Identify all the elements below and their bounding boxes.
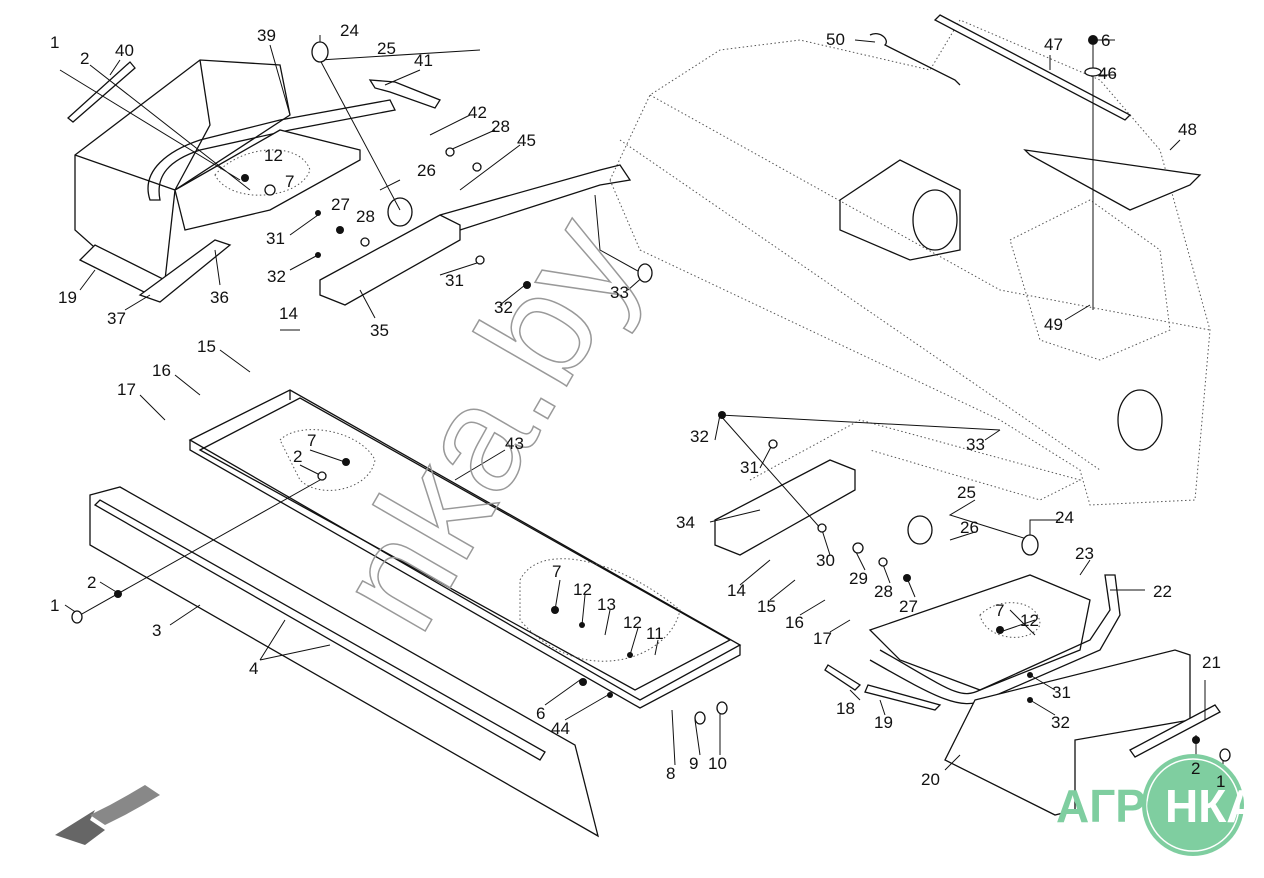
- part-label: 46: [1098, 64, 1117, 83]
- part-label: 2: [80, 49, 89, 68]
- part-label: 28: [874, 582, 893, 601]
- part-label: 28: [356, 207, 375, 226]
- part-label: 26: [417, 161, 436, 180]
- part-label: 19: [874, 713, 893, 732]
- part-label: 22: [1153, 582, 1172, 601]
- part-label: 11: [646, 624, 664, 643]
- part-label: 43: [505, 434, 524, 453]
- part-label: 31: [1052, 683, 1071, 702]
- part-label: 24: [340, 21, 359, 40]
- part-label: 27: [331, 195, 350, 214]
- part-label: 4: [249, 659, 258, 678]
- part-label: 2: [87, 573, 96, 592]
- part-label: 15: [757, 597, 776, 616]
- top-right-parts: [869, 14, 1202, 310]
- part-label: 36: [210, 288, 229, 307]
- part-label: 33: [966, 435, 985, 454]
- right-guard-assembly: [824, 574, 1221, 816]
- part-label: 31: [740, 458, 759, 477]
- part-label: 7: [552, 562, 561, 581]
- part-label: 6: [1101, 31, 1110, 50]
- part-label: 29: [849, 569, 868, 588]
- logo-text-right: НКА: [1165, 780, 1260, 832]
- part-label: 21: [1202, 653, 1221, 672]
- part-label: 16: [785, 613, 804, 632]
- agronka-logo: АГРО НКА: [1056, 754, 1260, 856]
- part-label: 40: [115, 41, 134, 60]
- part-label: 20: [921, 770, 940, 789]
- part-label: 7: [307, 431, 316, 450]
- part-label: 17: [813, 629, 832, 648]
- part-label: 28: [491, 117, 510, 136]
- part-label: 23: [1075, 544, 1094, 563]
- part-label: 2: [293, 447, 302, 466]
- part-label: 10: [708, 754, 727, 773]
- part-label: 44: [551, 719, 570, 738]
- part-label: 12: [623, 613, 642, 632]
- part-label: 39: [257, 26, 276, 45]
- part-label: 32: [690, 427, 709, 446]
- part-label: 32: [1051, 713, 1070, 732]
- part-label: 17: [117, 380, 136, 399]
- part-label: 45: [517, 131, 536, 150]
- part-label: 32: [494, 298, 513, 317]
- part-label: 1: [50, 33, 59, 52]
- part-label: 19: [58, 288, 77, 307]
- part-label: 35: [370, 321, 389, 340]
- part-label: 31: [266, 229, 285, 248]
- logo-text-left: АГРО: [1056, 780, 1181, 832]
- part-label: 14: [727, 581, 746, 600]
- part-label: 7: [285, 172, 294, 191]
- part-labels: 1 2 40 39 24 25 41 42 28 45 26 12 7 27 2…: [50, 21, 1225, 791]
- part-label: 7: [995, 601, 1004, 620]
- part-label: 48: [1178, 120, 1197, 139]
- part-label: 25: [377, 39, 396, 58]
- frame-assembly: [188, 389, 742, 709]
- front-deflector: [89, 486, 600, 838]
- part-label: 16: [152, 361, 171, 380]
- part-label: 13: [597, 595, 616, 614]
- part-label: 24: [1055, 508, 1074, 527]
- part-label: 6: [536, 704, 545, 723]
- part-label: 1: [1216, 772, 1225, 791]
- part-label: 32: [267, 267, 286, 286]
- part-label: 25: [957, 483, 976, 502]
- part-label: 3: [152, 621, 161, 640]
- part-label: 42: [468, 103, 487, 122]
- part-label: 2: [1191, 759, 1200, 778]
- part-label: 8: [666, 764, 675, 783]
- part-label: 33: [610, 283, 629, 302]
- part-label: 14: [279, 304, 298, 323]
- part-label: 12: [264, 146, 283, 165]
- part-label: 47: [1044, 35, 1063, 54]
- part-label: 12: [1020, 611, 1039, 630]
- part-label: 49: [1044, 315, 1063, 334]
- part-label: 30: [816, 551, 835, 570]
- left-mount-bracket: [319, 164, 632, 306]
- part-label: 50: [826, 30, 845, 49]
- leader-lines: [59, 35, 1224, 772]
- part-label: 12: [573, 580, 592, 599]
- part-label: 34: [676, 513, 695, 532]
- direction-arrow: [55, 785, 160, 845]
- part-label: 18: [836, 699, 855, 718]
- part-label: 27: [899, 597, 918, 616]
- fasteners: [71, 35, 1231, 762]
- part-label: 1: [50, 596, 59, 615]
- part-label: 31: [445, 271, 464, 290]
- part-label: 37: [107, 309, 126, 328]
- part-label: 26: [960, 518, 979, 537]
- combine-body-outline: [609, 19, 1211, 506]
- right-mount-bracket: [714, 419, 1082, 556]
- part-label: 15: [197, 337, 216, 356]
- part-label: 9: [689, 754, 698, 773]
- part-label: 41: [414, 51, 433, 70]
